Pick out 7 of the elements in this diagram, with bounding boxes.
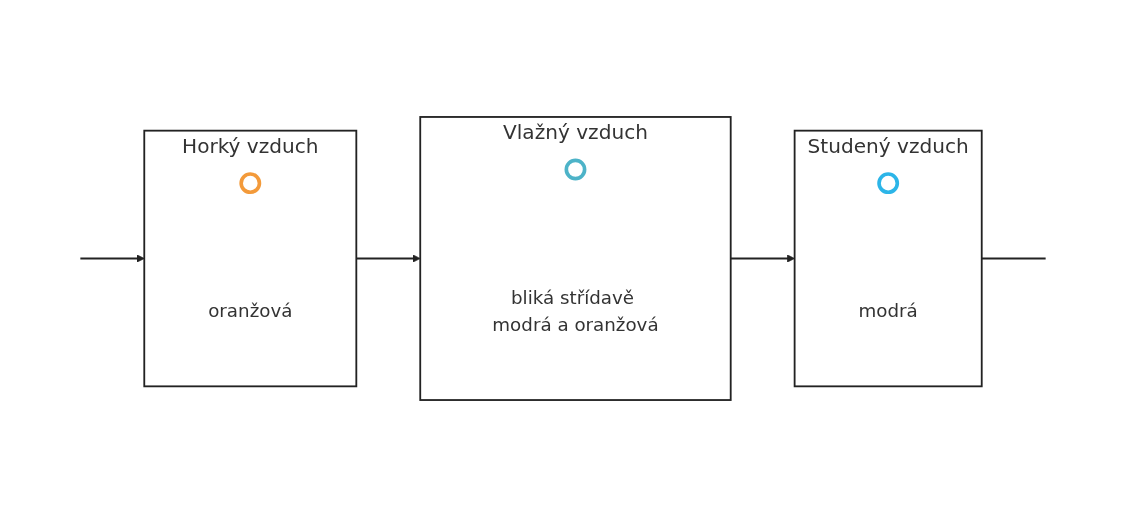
node-circle bbox=[564, 158, 587, 181]
node-circle bbox=[877, 172, 900, 195]
node-circle bbox=[239, 172, 262, 195]
node-label: bliká střídavě modrá a oranžová bbox=[492, 286, 659, 336]
node-label: modrá bbox=[858, 300, 918, 322]
node-label: oranžová bbox=[208, 300, 293, 322]
arrow bbox=[79, 254, 145, 263]
